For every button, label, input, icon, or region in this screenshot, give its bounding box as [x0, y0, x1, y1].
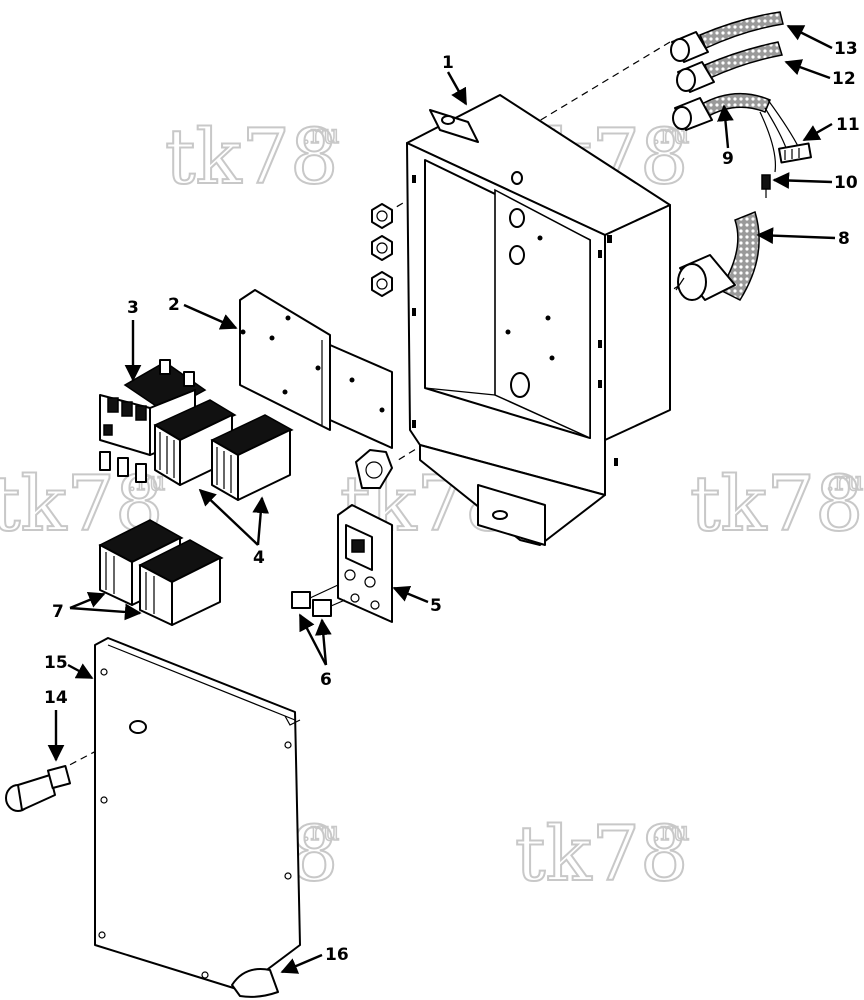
callout-2: 2 [168, 295, 180, 315]
contactor-left [153, 399, 237, 486]
wire-connector-11 [778, 142, 812, 164]
callout-7: 7 [52, 602, 64, 622]
callout-6: 6 [320, 670, 332, 690]
cable-gland-9 [672, 92, 801, 173]
knob-screw [5, 764, 72, 812]
wire-terminal-10 [761, 174, 771, 198]
watermark-suffix: .ru [826, 467, 863, 497]
cover-label [231, 968, 279, 998]
callout-11: 11 [836, 115, 860, 135]
callout-3: 3 [127, 298, 139, 318]
large-locknut [355, 449, 393, 489]
callout-16: 16 [325, 945, 349, 965]
locknut-stack [371, 203, 393, 297]
large-cable-gland [675, 210, 760, 301]
cable-gland-13 [670, 11, 784, 63]
watermark-suffix: .ru [302, 817, 339, 847]
callout-9: 9 [722, 149, 734, 169]
watermark-suffix: .ru [302, 120, 339, 150]
enclosure-box [406, 94, 671, 546]
callout-14: 14 [44, 688, 68, 708]
contactor-right [210, 414, 294, 501]
cover-panel [94, 637, 301, 991]
callout-5: 5 [430, 596, 442, 616]
fuse-pair [291, 584, 346, 617]
callout-labels: 1 2 3 4 5 6 7 8 9 10 11 12 13 14 15 16 [44, 39, 860, 965]
leader-arrows [47, 24, 836, 974]
mounting-plate [239, 289, 393, 449]
watermark-text: tk78 [515, 809, 688, 898]
callout-13: 13 [834, 39, 858, 59]
watermark-text: tk78 [165, 112, 338, 201]
terminal-board [337, 504, 393, 623]
callout-1: 1 [442, 53, 454, 73]
callout-12: 12 [832, 69, 856, 89]
callout-4: 4 [253, 548, 265, 568]
watermark-suffix: .ru [652, 817, 689, 847]
overload-relay [99, 359, 207, 483]
relay-pair [98, 519, 224, 626]
callout-10: 10 [834, 173, 858, 193]
callout-15: 15 [44, 653, 68, 673]
cable-gland-12 [676, 41, 783, 93]
callout-8: 8 [838, 229, 850, 249]
watermark-text: tk78 [690, 459, 863, 548]
